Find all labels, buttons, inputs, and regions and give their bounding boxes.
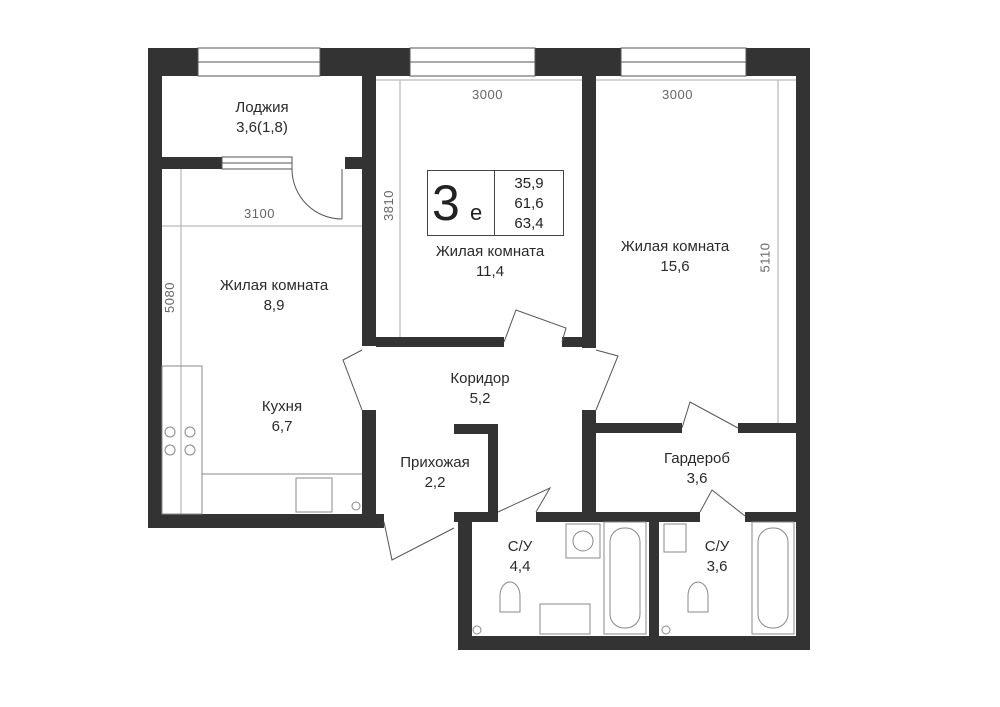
room-corridor: Коридор 5,2	[450, 369, 509, 409]
room-living-1-name: Жилая комната	[219, 277, 329, 294]
room-wardrobe: Гардероб 3,6	[664, 449, 730, 489]
room-bath-2-area: 3,6	[706, 558, 728, 575]
room-loggia-area: 3,6(1,8)	[236, 119, 288, 136]
room-hall: Прихожая 2,2	[400, 453, 470, 493]
windows	[197, 47, 747, 170]
layout-code: 3 е	[428, 171, 495, 235]
room-wardrobe-name: Гардероб	[664, 450, 730, 467]
room-bath-1-name: С/У	[507, 538, 533, 555]
room-living-3-name: Жилая комната	[620, 238, 730, 255]
dim-living-3-depth: 5110	[757, 242, 773, 273]
room-wardrobe-area: 3,6	[686, 470, 708, 487]
room-living-2-name: Жилая комната	[435, 243, 545, 260]
room-corridor-area: 5,2	[469, 390, 491, 407]
layout-number: 3	[432, 175, 460, 231]
room-loggia: Лоджия 3,6(1,8)	[235, 98, 288, 138]
room-hall-name: Прихожая	[400, 454, 470, 471]
room-bath-2-name: С/У	[704, 538, 730, 555]
dim-living-2-width: 3000	[472, 87, 503, 102]
bathroom-fixtures	[472, 521, 795, 635]
room-living-3: Жилая комната 15,6	[621, 237, 729, 277]
dim-living-3-width: 3000	[662, 87, 693, 102]
room-kitchen: Кухня 6,7	[262, 397, 302, 437]
room-kitchen-name: Кухня	[261, 398, 303, 415]
room-hall-area: 2,2	[424, 474, 446, 491]
room-bath-2: С/У 3,6	[705, 537, 730, 577]
room-kitchen-area: 6,7	[271, 418, 293, 435]
area-summary: 35,9 61,6 63,4	[495, 174, 563, 234]
kitchen-fixtures	[161, 365, 362, 515]
total-area-with-loggia: 63,4	[514, 215, 544, 232]
room-bath-1: С/У 4,4	[508, 537, 533, 577]
room-loggia-name: Лоджия	[235, 99, 289, 116]
room-living-2-area: 11,4	[475, 263, 505, 280]
room-corridor-name: Коридор	[450, 370, 510, 387]
room-living-2: Жилая комната 11,4	[436, 242, 544, 282]
dim-living-1-width: 3100	[244, 206, 275, 221]
dimension-lines	[162, 79, 796, 514]
living-area: 35,9	[514, 175, 544, 192]
doors	[291, 168, 746, 561]
room-living-3-area: 15,6	[660, 258, 690, 275]
dim-living-2-depth: 3810	[380, 190, 396, 221]
room-living-1-area: 8,9	[263, 297, 285, 314]
room-living-1: Жилая комната 8,9	[220, 276, 328, 316]
walls	[148, 48, 810, 650]
layout-suffix: е	[470, 200, 483, 225]
total-area: 61,6	[514, 195, 544, 212]
apartment-type-badge: 3 е 35,9 61,6 63,4	[427, 170, 564, 236]
room-bath-1-area: 4,4	[509, 558, 531, 575]
dim-living-1-depth: 5080	[161, 282, 177, 313]
